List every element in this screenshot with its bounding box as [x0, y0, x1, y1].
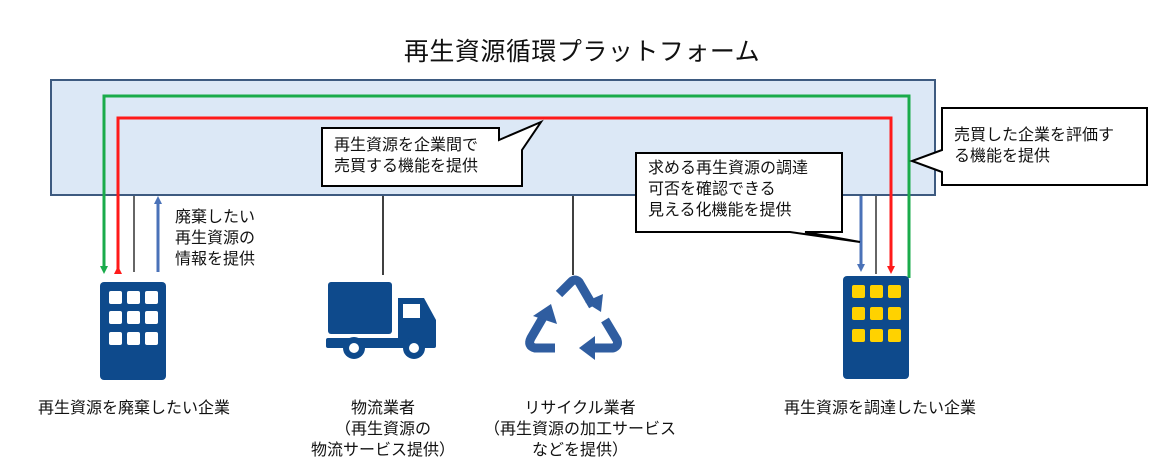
- truck-icon: [326, 282, 436, 359]
- green-flow-arrow: [100, 94, 911, 278]
- callout-trade-box: [321, 119, 544, 187]
- actor-label-disposer: 再生資源を廃棄したい企業: [37, 398, 230, 417]
- actor-label-logistics: 物流業者 （再生資源の 物流サービス提供）: [310, 398, 455, 459]
- callout-evaluate-text: 売買した企業を評価す る機能を提供: [954, 125, 1115, 165]
- actor-label-recycler: リサイクル業者 （再生資源の加工サービス などを提供）: [483, 398, 676, 459]
- callout-trade-text: 再生資源を企業間で 売買する機能を提供: [334, 135, 479, 175]
- building-icon: [100, 282, 166, 380]
- disposal-info-label: 廃棄したい 再生資源の 情報を提供: [175, 207, 256, 268]
- platform-title: 再生資源循環プラットフォーム: [403, 37, 761, 66]
- callout-visualize-box: [635, 152, 861, 243]
- actor-label-procurer: 再生資源を調達したい企業: [783, 398, 976, 417]
- red-flow-arrow: [114, 116, 895, 274]
- callout-evaluate-box: [909, 107, 1148, 186]
- callout-visualize-text: 求める再生資源の調達 可否を確認できる 見える化機能を提供: [648, 158, 809, 219]
- recycle-icon: [525, 275, 622, 360]
- building-icon: [843, 276, 909, 379]
